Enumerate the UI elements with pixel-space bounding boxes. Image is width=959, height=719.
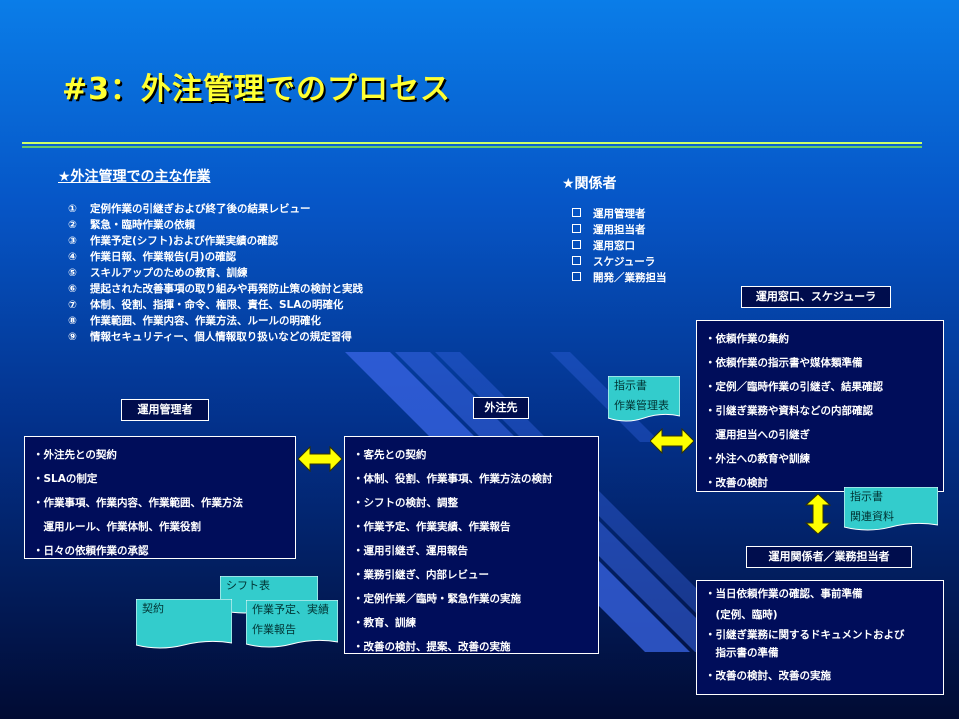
list-item: スケジューラ <box>572 254 667 270</box>
vendor-box: ・客先との契約 ・体制、役割、作業事項、作業方法の検討 ・シフトの検討、調整 ・… <box>344 436 599 654</box>
list-item: 開発／業務担当 <box>572 270 667 286</box>
document-schedule-icon: 作業予定、実績 作業報告 <box>246 600 338 650</box>
title-divider-2 <box>22 146 922 148</box>
list-item: ・客先との契約 <box>353 449 427 461</box>
list-item: ・運用引継ぎ、運用報告 <box>353 545 468 557</box>
list-item: 運用管理者 <box>572 206 667 222</box>
list-item: ・SLAの制定 <box>33 473 98 485</box>
tasks-heading: ★外注管理での主な作業 <box>58 169 211 185</box>
list-item: ・外注先との契約 <box>33 449 117 461</box>
title-divider <box>22 142 922 144</box>
double-arrow-horizontal-icon <box>650 428 694 454</box>
list-item: ・改善の検討、提案、改善の実施 <box>353 641 511 653</box>
list-item: 運用担当への引継ぎ <box>705 429 810 441</box>
manager-box: ・外注先との契約 ・SLAの制定 ・作業事項、作業内容、作業範囲、作業方法 運用… <box>24 436 296 559</box>
stakeholders-list: 運用管理者 運用担当者 運用窓口 スケジューラ 開発／業務担当 <box>572 206 667 286</box>
checkbox-square-icon <box>572 256 581 265</box>
list-item: ・依頼作業の集約 <box>705 333 789 345</box>
checkbox-square-icon <box>572 272 581 281</box>
list-item: ・作業事項、作業内容、作業範囲、作業方法 <box>33 497 243 509</box>
stakeholders-heading: ★関係者 <box>562 176 617 192</box>
list-item: ・日々の依頼作業の承認 <box>33 545 149 557</box>
manager-label: 運用管理者 <box>121 399 209 421</box>
list-item: ・改善の検討 <box>705 477 768 489</box>
list-item: ・改善の検討、改善の実施 <box>705 670 831 682</box>
list-item: (定例、臨時) <box>705 609 778 621</box>
list-item: ・業務引継ぎ、内部レビュー <box>353 569 489 581</box>
window-label: 運用窓口、スケジューラ <box>741 286 891 308</box>
window-box: ・依頼作業の集約 ・依頼作業の指示書や媒体類準備 ・定例／臨時作業の引継ぎ、結果… <box>696 320 944 492</box>
list-item: ・引継ぎ業務や資料などの内部確認 <box>705 405 873 417</box>
list-item: ・依頼作業の指示書や媒体類準備 <box>705 357 863 369</box>
vendor-label: 外注先 <box>473 397 529 419</box>
document-contract-icon: 契約 <box>136 599 232 651</box>
double-arrow-horizontal-icon <box>298 446 342 472</box>
list-item: ・外注への教育や訓練 <box>705 453 810 465</box>
related-label: 運用関係者／業務担当者 <box>746 546 912 568</box>
list-item: 指示書の準備 <box>705 647 779 659</box>
list-item: ・引継ぎ業務に関するドキュメントおよび <box>705 629 905 641</box>
list-item: ・教育、訓練 <box>353 617 416 629</box>
document-related-icon: 指示書 関連資料 <box>844 487 938 533</box>
list-item: ・シフトの検討、調整 <box>353 497 458 509</box>
list-item: ・当日依頼作業の確認、事前準備 <box>705 588 863 600</box>
checkbox-square-icon <box>572 240 581 249</box>
list-item: ・定例作業／臨時・緊急作業の実施 <box>353 593 521 605</box>
list-item: ・体制、役割、作業事項、作業方法の検討 <box>353 473 553 485</box>
list-item: 運用担当者 <box>572 222 667 238</box>
related-box: ・当日依頼作業の確認、事前準備 (定例、臨時) ・引継ぎ業務に関するドキュメント… <box>696 580 944 695</box>
list-item: 運用ルール、作業体制、作業役割 <box>33 521 201 533</box>
document-instructions-icon: 指示書 作業管理表 <box>608 376 680 424</box>
double-arrow-vertical-icon <box>805 494 831 534</box>
list-item: 運用窓口 <box>572 238 667 254</box>
list-item: ・作業予定、作業実績、作業報告 <box>353 521 511 533</box>
list-item: ・定例／臨時作業の引継ぎ、結果確認 <box>705 381 883 393</box>
page-title: #3：外注管理でのプロセス <box>62 72 452 107</box>
checkbox-square-icon <box>572 208 581 217</box>
checkbox-square-icon <box>572 224 581 233</box>
